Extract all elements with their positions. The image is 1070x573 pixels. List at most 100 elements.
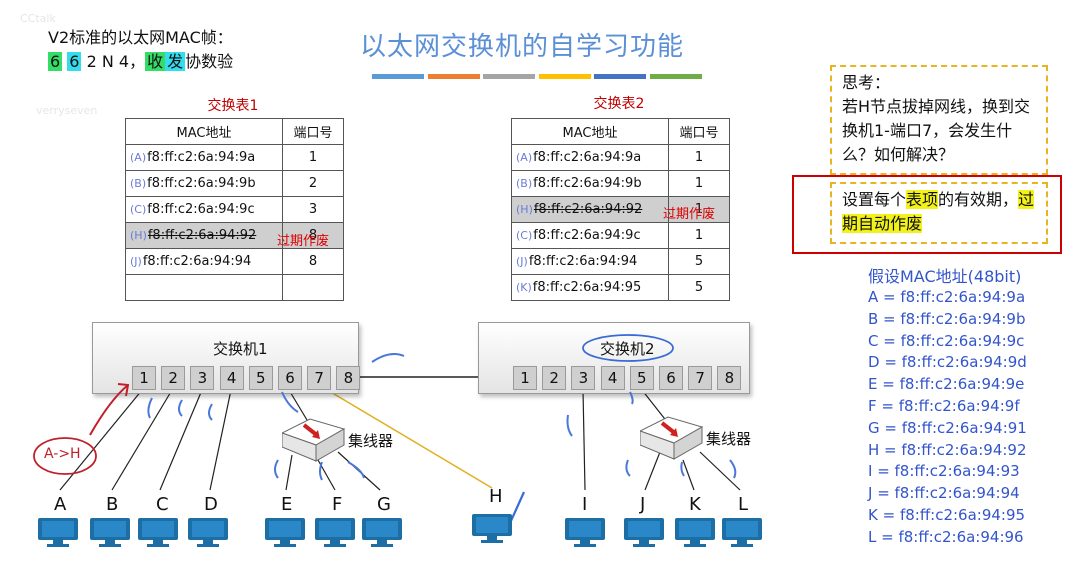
switch-port-2: 2: [161, 366, 186, 390]
frame-src-len: 6: [67, 52, 82, 71]
switch-port-7: 7: [307, 366, 332, 390]
address-item: H = f8:ff:c2:6a:94:92: [868, 440, 1027, 459]
blue-ellipse: [582, 334, 674, 362]
link-k: [682, 459, 695, 491]
link-l: [699, 451, 741, 491]
host-label-e: E: [281, 494, 293, 515]
link-d: [209, 389, 232, 491]
answer-highlight-entry: 表项: [906, 190, 939, 209]
row-host: (H): [516, 203, 533, 216]
host-label-a: A: [54, 494, 67, 515]
address-item: K = f8:ff:c2:6a:94:95: [868, 505, 1026, 524]
host-label-b: B: [106, 494, 119, 515]
col-mac-header: MAC地址: [511, 118, 669, 145]
row-port: 1: [668, 170, 730, 197]
switch-port-4: 4: [600, 366, 625, 390]
host-label-k: K: [689, 494, 701, 515]
row-mac: f8:ff:c2:6a:94:9a: [147, 150, 256, 165]
link-hub1: [288, 389, 311, 426]
row-host: (A): [130, 151, 147, 164]
computer-icon: [265, 518, 305, 548]
expired-note-1: 过期作废: [277, 234, 330, 249]
table-header-row: MAC地址 端口号: [125, 118, 344, 145]
address-item: F = f8:ff:c2:6a:94:9f: [868, 396, 1020, 415]
row-mac: f8:ff:c2:6a:94:9a: [533, 150, 642, 165]
computer-icon: [675, 518, 715, 548]
switch-port-1: 1: [132, 366, 156, 390]
link-b: [111, 389, 173, 491]
link-c: [159, 389, 203, 491]
blue-arrow: [371, 353, 405, 363]
row-port: 5: [668, 248, 730, 275]
col-port-header: 端口号: [282, 118, 344, 145]
host-label-i: I: [582, 494, 588, 515]
row-port: 3: [282, 196, 344, 223]
table-row-expired: (H)f8:ff:c2:6a:94:92 1: [511, 196, 730, 223]
link-e: [285, 454, 293, 491]
frame-line-1: V2标准的以太网MAC帧：: [48, 28, 233, 47]
table-row-expired: (H)f8:ff:c2:6a:94:92 8: [125, 222, 344, 249]
host-label-f: F: [332, 494, 343, 515]
annotation-a-to-h: A->H: [44, 446, 81, 462]
title-bar-3: [483, 74, 535, 79]
hub-2-label: 集线器: [706, 430, 752, 448]
address-item: J = f8:ff:c2:6a:94:94: [868, 484, 1020, 503]
row-mac: f8:ff:c2:6a:94:92: [147, 228, 257, 243]
table-header-row: MAC地址 端口号: [511, 118, 730, 145]
computer-icon: [472, 514, 512, 544]
computer-icon: [138, 518, 178, 548]
row-mac: f8:ff:c2:6a:94:92: [533, 202, 643, 217]
answer-pre: 设置每个: [842, 190, 907, 209]
table-row: (K)f8:ff:c2:6a:94:95 5: [511, 274, 730, 301]
row-host: (H): [130, 229, 147, 242]
answer-mid: 的有效期，: [938, 190, 1019, 209]
row-mac: f8:ff:c2:6a:94:9c: [147, 202, 255, 217]
table-row: (A)f8:ff:c2:6a:94:9a 1: [125, 144, 344, 171]
switch-port-5: 5: [248, 366, 273, 390]
frame-recv: 收: [145, 52, 166, 71]
row-mac: f8:ff:c2:6a:94:94: [142, 254, 252, 269]
computer-icon: [362, 518, 402, 548]
row-mac: f8:ff:c2:6a:94:9b: [147, 176, 256, 191]
computer-icon: [90, 518, 130, 548]
switch-port-5: 5: [629, 366, 654, 390]
switch-table-1: MAC地址 端口号 (A)f8:ff:c2:6a:94:9a 1 (B)f8:f…: [125, 118, 344, 301]
row-host: (J): [516, 255, 528, 268]
switch-port-8: 8: [717, 366, 742, 390]
host-label-g: G: [377, 494, 391, 515]
col-port-header: 端口号: [668, 118, 730, 145]
switch-port-4: 4: [219, 366, 244, 390]
frame-format-note: V2标准的以太网MAC帧： 6 6 2 N 4，收发协数验: [48, 26, 233, 74]
row-mac: f8:ff:c2:6a:94:94: [528, 254, 638, 269]
address-item: B = f8:ff:c2:6a:94:9b: [868, 309, 1026, 328]
row-host: (B): [130, 177, 147, 190]
address-item: D = f8:ff:c2:6a:94:9d: [868, 353, 1027, 372]
switch-port-2: 2: [542, 366, 567, 390]
hub-2: [640, 416, 704, 460]
row-mac: f8:ff:c2:6a:94:9b: [533, 176, 642, 191]
red-ellipse: [33, 437, 97, 475]
frame-dst-len: 6: [48, 52, 63, 71]
computer-icon: [315, 518, 355, 548]
switch-port-6: 6: [278, 366, 302, 390]
row-host: (K): [516, 281, 532, 294]
host-label-h: H: [489, 486, 503, 507]
host-label-j: J: [640, 494, 646, 515]
table-row: (A)f8:ff:c2:6a:94:9a 1: [511, 144, 730, 171]
switch-port-3: 3: [571, 366, 596, 390]
think-label: 思考：: [842, 73, 891, 92]
computer-icon: [722, 518, 762, 548]
link-hub2: [641, 389, 669, 424]
hub-1: [282, 418, 346, 462]
frame-send: 发: [165, 52, 186, 71]
address-item: A = f8:ff:c2:6a:94:9a: [868, 288, 1026, 306]
address-items: A = f8:ff:c2:6a:94:9a B = f8:ff:c2:6a:94:…: [868, 287, 1027, 549]
watermark-cctalk: CCtalk: [20, 12, 56, 25]
address-item: G = f8:ff:c2:6a:94:91: [868, 418, 1027, 437]
row-host: (B): [516, 177, 533, 190]
think-answer-box: 设置每个表项的有效期，过期自动作废: [830, 182, 1048, 244]
link-i: [582, 389, 586, 491]
computer-icon: [565, 518, 605, 548]
host-label-d: D: [204, 494, 218, 515]
